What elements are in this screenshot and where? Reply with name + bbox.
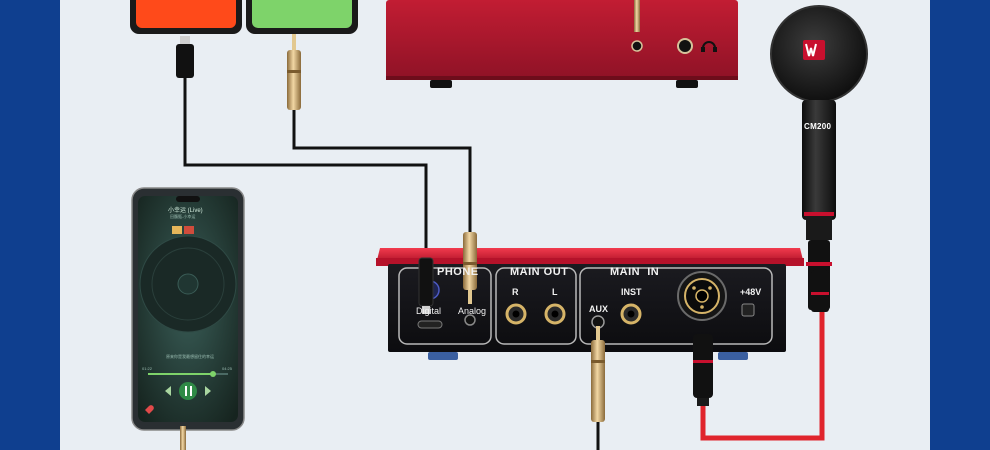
top-phone-orange	[130, 0, 242, 34]
mixer-device	[386, 0, 738, 88]
aux-plug-bottom	[591, 326, 605, 422]
mic-model-label: CM200	[804, 122, 832, 131]
xlr-cable	[700, 308, 825, 441]
analog-port-label: Analog	[458, 306, 487, 316]
smartphone	[131, 187, 245, 450]
right-channel-label: R	[512, 287, 519, 297]
main-in-section-label: MAIN IN	[610, 266, 660, 278]
phone-section-label: PHONE	[437, 266, 479, 278]
inst-input-label: INST	[621, 287, 642, 297]
audio-interface	[376, 248, 804, 360]
digital-port-label: Digital	[416, 306, 442, 316]
usb-c-plug-interface	[418, 257, 434, 314]
phone-lyric: 原来你是我最想留住的幸运	[166, 354, 214, 359]
phone-song-title: 小幸运 (Live)	[168, 208, 203, 214]
aux-3.5mm-cable	[292, 108, 472, 234]
xlr-plug-interface	[693, 334, 713, 406]
left-channel-label: L	[552, 287, 558, 297]
main-out-section-label: MAIN OUT	[510, 266, 569, 278]
usb-c-plug-top	[176, 36, 194, 78]
aux-input-label: AUX	[589, 304, 609, 314]
top-phone-green	[246, 0, 358, 34]
condenser-microphone	[770, 5, 868, 310]
usb-c-cable	[183, 78, 428, 260]
aux-plug-interface	[463, 232, 477, 304]
phone-artist: 田馥甄-小幸运	[170, 214, 196, 219]
aux-plug-top	[287, 34, 301, 110]
phantom-power-label: +48V	[740, 287, 762, 297]
phone-time-elapsed: 01:22	[142, 366, 153, 371]
xlr-plug-mic	[811, 270, 829, 312]
phone-time-total: 04:25	[222, 366, 233, 371]
